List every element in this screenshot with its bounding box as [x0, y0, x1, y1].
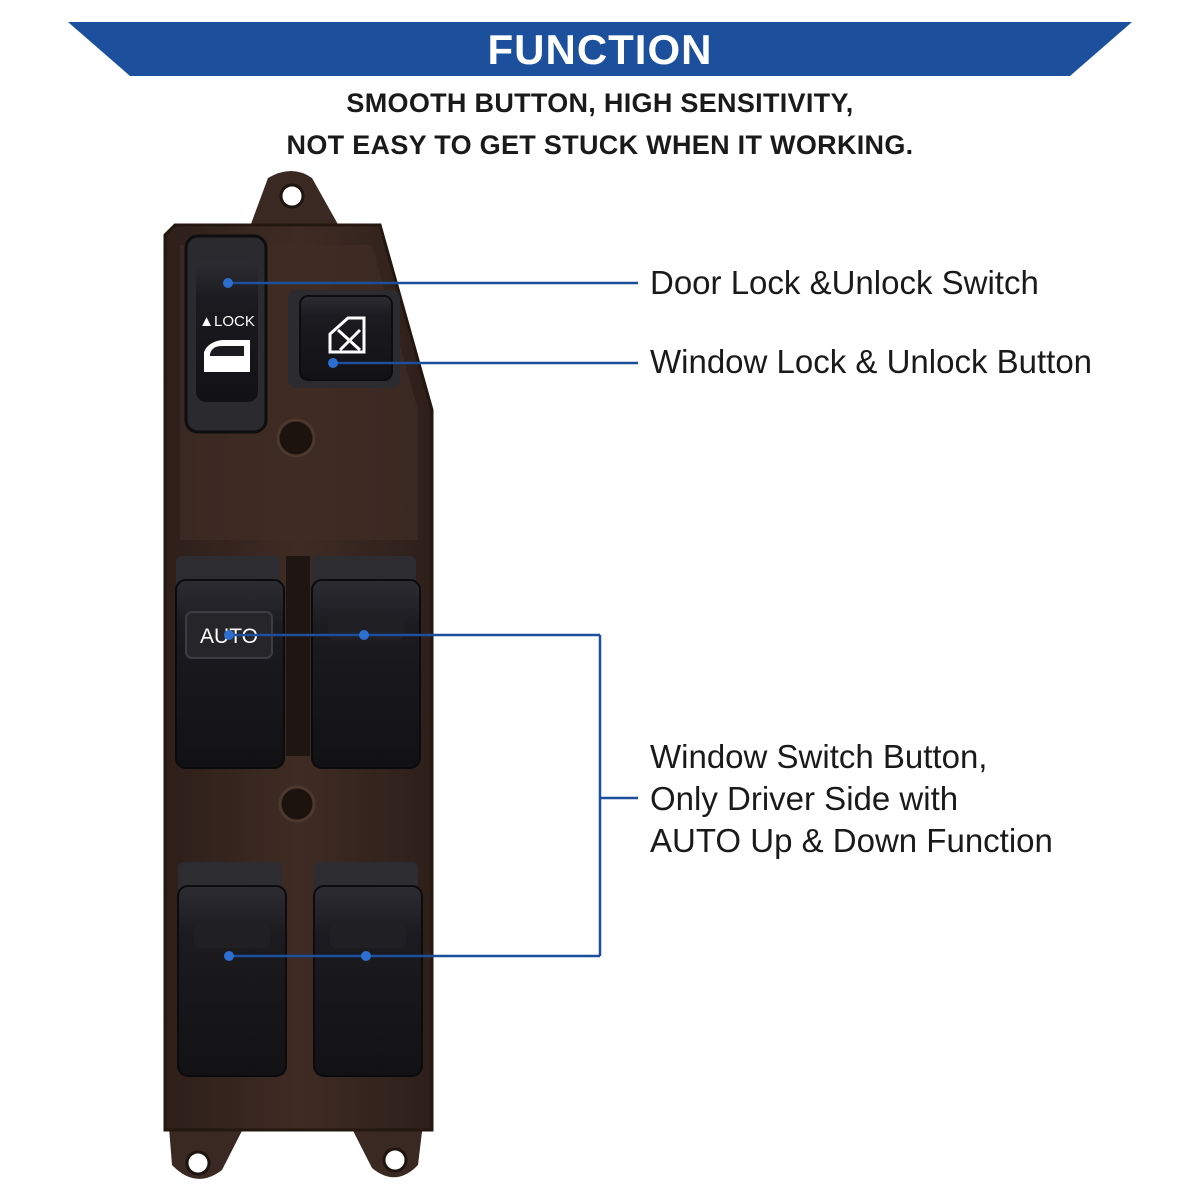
driver-window-switch[interactable] — [175, 556, 285, 769]
callout-dots — [223, 278, 371, 961]
callout-lines — [228, 281, 638, 958]
callout-window-switch-line-1: Window Switch Button, — [650, 738, 988, 775]
rear-left-window-switch[interactable] — [177, 862, 287, 1077]
top-mount-hole — [279, 183, 305, 209]
callout-dot-window-lock — [328, 358, 338, 368]
callout-door-lock-label: Door Lock &Unlock Switch — [650, 264, 1039, 301]
banner-title: FUNCTION — [487, 26, 713, 73]
function-banner — [68, 22, 1132, 76]
callout-dot-door-lock — [223, 278, 233, 288]
rear-right-window-switch[interactable] — [313, 862, 423, 1077]
callout-dot-rear-left — [224, 951, 234, 961]
callout-window-lock-label: Window Lock & Unlock Button — [650, 343, 1093, 380]
callout-dot-passenger — [359, 630, 369, 640]
housing-screw-hole-middle — [278, 785, 316, 823]
subtitle-line-1: SMOOTH BUTTON, HIGH SENSITIVITY, — [346, 88, 854, 118]
door-icon — [204, 340, 250, 372]
passenger-window-switch[interactable] — [311, 556, 421, 769]
callout-window-switch-line-3: AUTO Up & Down Function — [650, 822, 1053, 859]
bottom-left-mount-hole — [185, 1150, 211, 1176]
callout-window-switch-line-2: Only Driver Side with — [650, 780, 959, 817]
subtitle-line-2: NOT EASY TO GET STUCK WHEN IT WORKING. — [286, 130, 914, 160]
callout-dot-auto — [224, 630, 234, 640]
banner-shape — [68, 22, 1132, 76]
callout-window-switch-label: Window Switch Button, Only Driver Side w… — [650, 736, 1053, 862]
window-lock-icon — [328, 316, 366, 354]
bottom-right-mount-hole — [382, 1147, 408, 1173]
lock-label: ▲LOCK — [199, 313, 255, 330]
callout-dot-rear-right — [361, 951, 371, 961]
center-channel — [286, 556, 310, 756]
housing-screw-hole-top — [276, 418, 316, 458]
